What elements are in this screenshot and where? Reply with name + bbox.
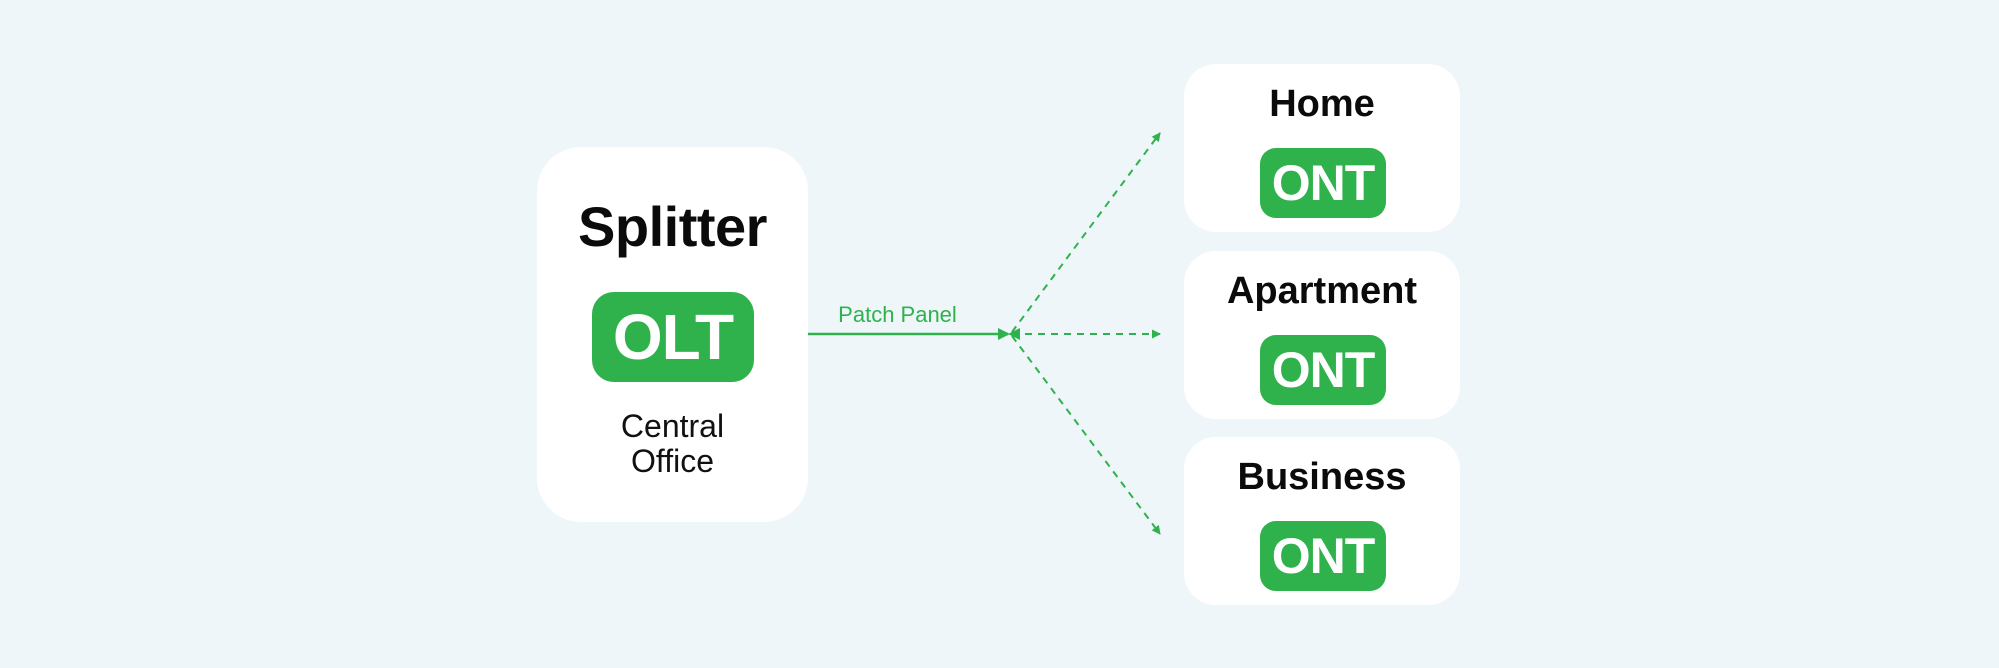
patch-panel-label: Patch Panel: [838, 302, 957, 327]
splitter-title: Splitter: [578, 195, 767, 258]
home-title: Home: [1269, 83, 1375, 125]
caption-line-1: Central: [620, 408, 725, 444]
apartment-ont-badge: ONT: [1260, 335, 1386, 405]
apartment-title: Apartment: [1226, 270, 1418, 312]
home-ont-badge: ONT: [1260, 148, 1386, 218]
apartment-card: Apartment ONT: [1184, 251, 1460, 419]
split-line-business: [1011, 335, 1161, 535]
split-line-home: [1011, 132, 1161, 333]
business-title: Business: [1237, 456, 1407, 498]
business-ont-badge: ONT: [1260, 521, 1386, 591]
splitter-card: Splitter OLT Central Office: [537, 147, 808, 522]
olt-badge: OLT: [592, 292, 754, 382]
business-card: Business ONT: [1184, 437, 1460, 605]
central-office-caption: Central Office: [537, 409, 808, 479]
caption-line-2: Office: [631, 443, 714, 479]
home-card: Home ONT: [1184, 64, 1460, 232]
split-point-arrow-left: [1008, 328, 1020, 340]
